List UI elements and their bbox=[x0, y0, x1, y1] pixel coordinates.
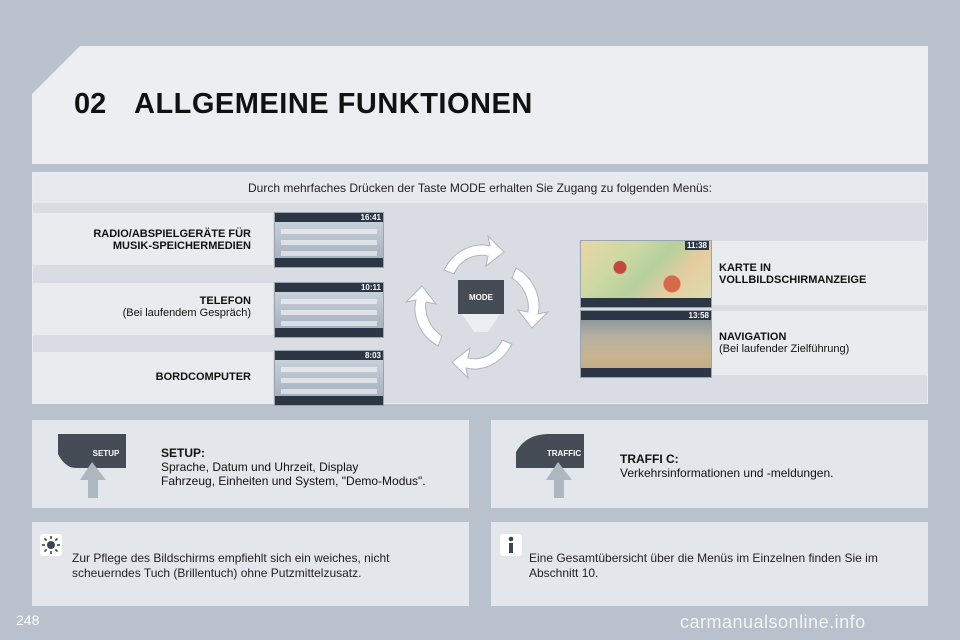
radio-title: RADIO/ABSPIELGERÄTE FÜR bbox=[93, 228, 251, 240]
care-note-line1: Zur Pflege des Bildschirms empfiehlt sic… bbox=[72, 551, 390, 565]
navigation-time: 13:58 bbox=[688, 311, 709, 320]
traffic-description: TRAFFI C: Verkehrsinformationen und -mel… bbox=[620, 452, 920, 480]
menu-label-karte: KARTE IN VOLLBILDSCHIRMANZEIGE bbox=[719, 262, 919, 286]
menu-row-navigation bbox=[710, 311, 928, 375]
watermark: carmanualsonline.info bbox=[680, 612, 866, 632]
care-note-panel bbox=[32, 522, 469, 606]
menu-label-radio: RADIO/ABSPIELGERÄTE FÜR MUSIK-SPEICHERME… bbox=[40, 228, 251, 252]
karte-time: 11:38 bbox=[684, 241, 709, 250]
chapter-header bbox=[32, 46, 928, 164]
bordcomputer-time: 8:03 bbox=[364, 351, 381, 360]
radio-time: 16:41 bbox=[360, 213, 381, 222]
info-note: Eine Gesamtübersicht über die Menüs im E… bbox=[529, 551, 919, 581]
arrow-bottom-icon bbox=[451, 339, 513, 380]
setup-title: SETUP: bbox=[161, 446, 206, 460]
care-note-line2: scheuerndes Tuch (Brillentuch) ohne Putz… bbox=[72, 566, 362, 580]
telefon-title: TELEFON bbox=[199, 295, 251, 307]
menu-row-radio bbox=[33, 213, 273, 265]
radio-screen-thumbnail: 16:41 bbox=[274, 212, 384, 268]
traffic-key-icon bbox=[516, 434, 584, 498]
arrow-right-icon bbox=[511, 267, 550, 329]
setup-line2: Fahrzeug, Einheiten und System, "Demo-Mo… bbox=[161, 474, 426, 488]
navigation-subtitle: (Bei laufender Zielführung) bbox=[719, 343, 850, 355]
page-number: 248 bbox=[16, 612, 40, 628]
mode-key-label: MODE bbox=[469, 293, 493, 302]
navigation-title: NAVIGATION bbox=[719, 331, 787, 343]
traffic-line1: Verkehrsinformationen und -meldungen. bbox=[620, 466, 834, 480]
info-note-line2: Abschnitt 10. bbox=[529, 566, 599, 580]
chapter-title: ALLGEMEINE FUNKTIONEN bbox=[134, 88, 533, 120]
sun-icon bbox=[40, 534, 62, 556]
bordcomputer-title: BORDCOMPUTER bbox=[155, 371, 251, 383]
setup-description: SETUP: Sprache, Datum und Uhrzeit, Displ… bbox=[161, 446, 461, 488]
info-icon bbox=[500, 534, 522, 556]
setup-key-icon bbox=[58, 434, 126, 498]
radio-title2: MUSIK-SPEICHERMEDIEN bbox=[112, 240, 251, 252]
traffic-title: TRAFFI C: bbox=[620, 452, 679, 466]
care-note: Zur Pflege des Bildschirms empfiehlt sic… bbox=[72, 551, 462, 581]
navigation-screen-thumbnail: 13:58 bbox=[580, 310, 712, 378]
intro-text: Durch mehrfaches Drücken der Taste MODE … bbox=[247, 181, 713, 195]
intro-band bbox=[33, 173, 927, 203]
karte-title: KARTE IN bbox=[719, 262, 771, 274]
menu-label-bordcomputer: BORDCOMPUTER bbox=[40, 371, 251, 383]
setup-line1: Sprache, Datum und Uhrzeit, Display bbox=[161, 460, 359, 474]
karte-screen-thumbnail: 11:38 bbox=[580, 240, 712, 308]
bordcomputer-screen-thumbnail: 8:03 bbox=[274, 350, 384, 406]
info-note-line1: Eine Gesamtübersicht über die Menüs im E… bbox=[529, 551, 878, 565]
setup-key-label: SETUP bbox=[92, 449, 120, 458]
menu-row-bordcomputer bbox=[33, 352, 273, 404]
menu-row-telefon bbox=[33, 283, 273, 335]
menu-row-karte bbox=[710, 241, 928, 305]
traffic-key-label: TRAFFIC bbox=[546, 449, 582, 458]
arrow-left-icon bbox=[404, 285, 443, 347]
telefon-time: 10:11 bbox=[360, 283, 381, 292]
telefon-screen-thumbnail: 10:11 bbox=[274, 282, 384, 338]
menu-label-navigation: NAVIGATION (Bei laufender Zielführung) bbox=[719, 331, 919, 355]
arrow-top-icon bbox=[443, 234, 505, 275]
karte-title2: VOLLBILDSCHIRMANZEIGE bbox=[719, 274, 867, 286]
chapter-number: 02 bbox=[74, 88, 107, 120]
telefon-subtitle: (Bei laufendem Gespräch) bbox=[122, 307, 251, 319]
menu-label-telefon: TELEFON (Bei laufendem Gespräch) bbox=[40, 295, 251, 319]
info-note-panel bbox=[491, 522, 928, 606]
mode-key bbox=[458, 280, 504, 314]
mode-cycle-diagram bbox=[404, 234, 550, 380]
